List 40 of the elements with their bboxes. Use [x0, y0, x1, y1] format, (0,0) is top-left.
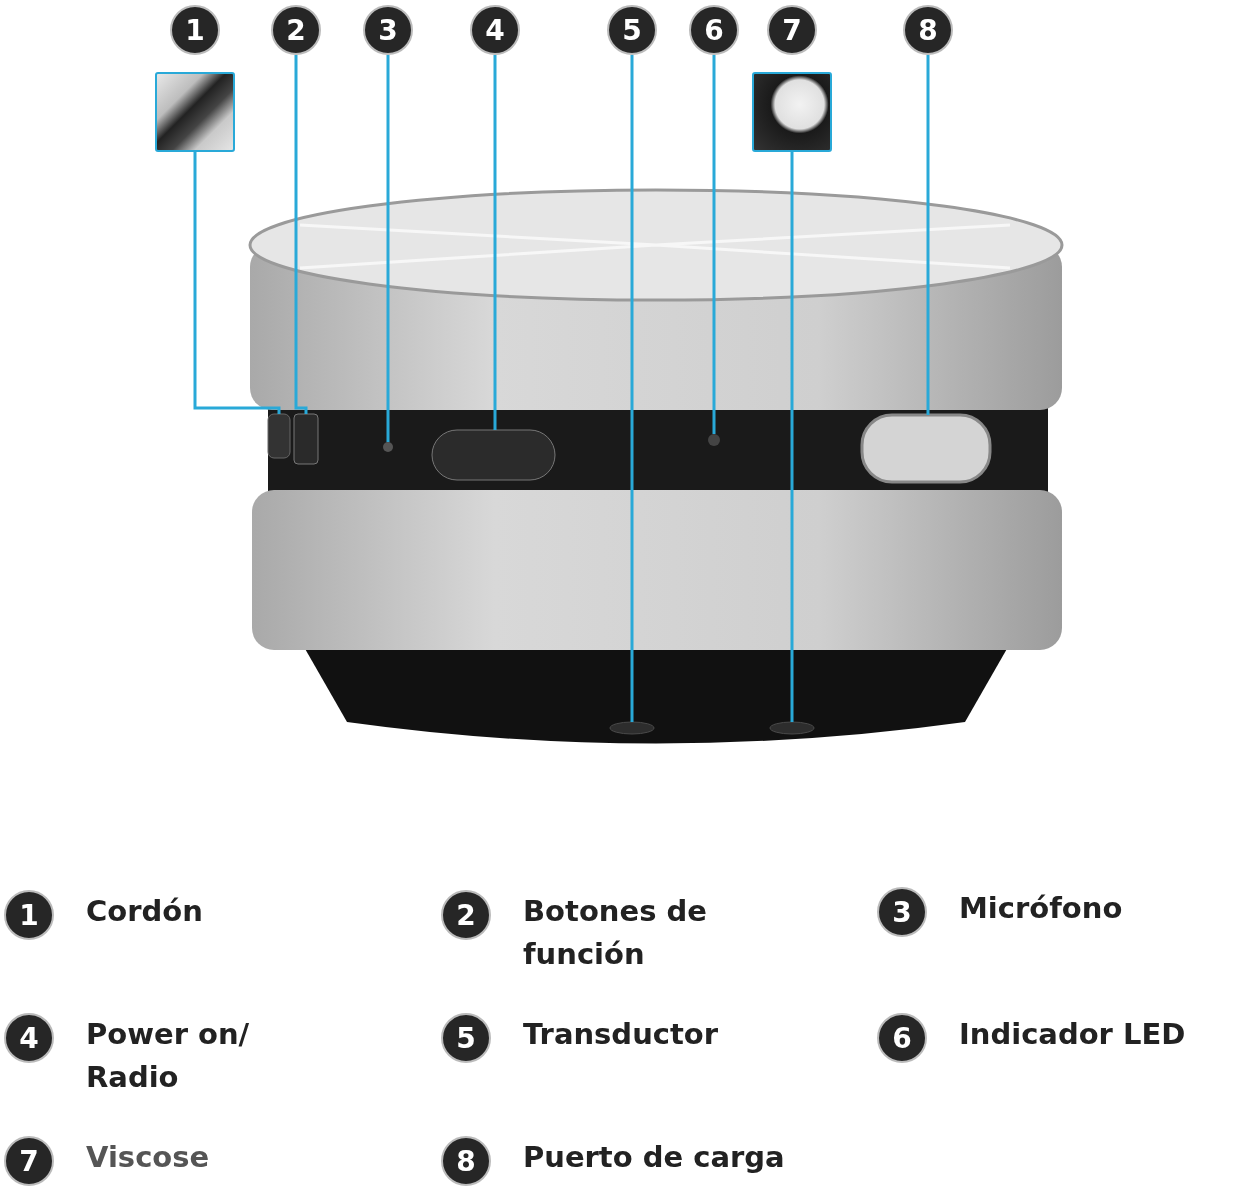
legend-text: Botones de función — [523, 893, 708, 973]
callout-number: 8 — [441, 1136, 491, 1186]
callout-number: 6 — [689, 5, 739, 55]
legend-text: Indicador LED — [959, 1016, 1187, 1053]
led-indicator — [708, 434, 720, 446]
callout-number: 4 — [470, 5, 520, 55]
button-panel — [293, 413, 319, 465]
leader-line — [712, 55, 716, 434]
callout-number: 8 — [903, 5, 953, 55]
legend-text: Puerto de carga — [523, 1139, 786, 1176]
leader-line — [926, 55, 930, 415]
leader-line — [386, 55, 390, 442]
legend-text: Cordón — [86, 893, 204, 930]
cord-port — [267, 413, 291, 459]
legend-text: Micrófono — [959, 890, 1124, 927]
callout-number: 2 — [271, 5, 321, 55]
legend-text: Viscose — [86, 1139, 211, 1176]
legend-text: Transductor — [523, 1016, 720, 1053]
callout-number: 4 — [4, 1013, 54, 1063]
callout-number: 7 — [767, 5, 817, 55]
callout-number: 5 — [441, 1013, 491, 1063]
leader-line — [493, 55, 497, 430]
inset-photo — [155, 72, 235, 152]
inset-photo — [752, 72, 832, 152]
leader-line — [790, 152, 794, 722]
transducer-pad — [609, 721, 655, 735]
callout-number: 1 — [170, 5, 220, 55]
callout-number: 1 — [4, 890, 54, 940]
callout-number: 6 — [877, 1013, 927, 1063]
callout-number: 3 — [877, 887, 927, 937]
microphone-hole — [383, 442, 393, 452]
callout-number: 2 — [441, 890, 491, 940]
viscose-pad — [769, 721, 815, 735]
leader-line — [193, 152, 281, 414]
callout-number: 5 — [607, 5, 657, 55]
legend-text: Power on/ Radio — [86, 1016, 251, 1096]
callout-number: 7 — [4, 1136, 54, 1186]
callout-number: 3 — [363, 5, 413, 55]
leader-line — [630, 55, 634, 722]
leader-line — [294, 55, 308, 414]
